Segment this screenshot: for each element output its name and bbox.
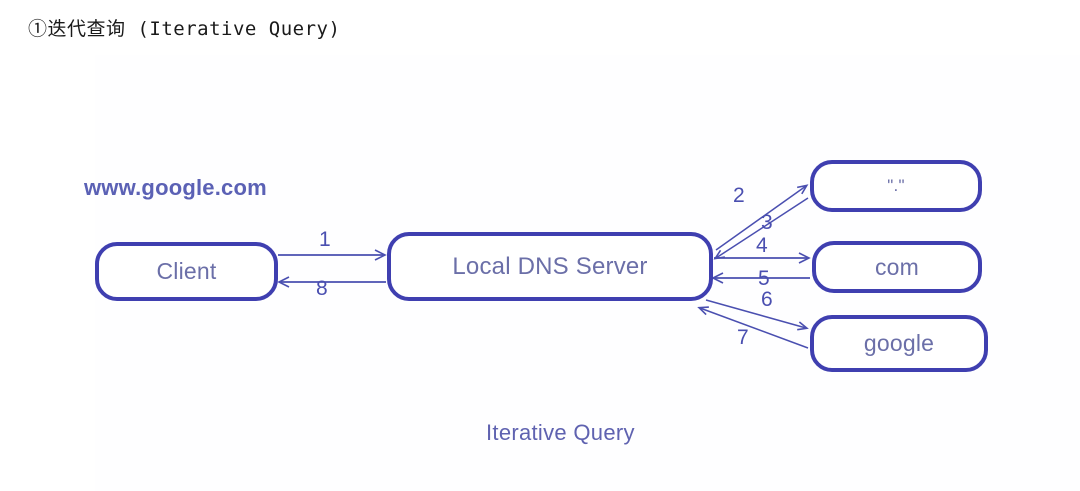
node-client-label: Client <box>156 258 217 284</box>
edge-label-6: 6 <box>761 288 773 311</box>
diagram-caption: Iterative Query <box>486 420 635 445</box>
edge-label-5: 5 <box>758 267 770 290</box>
edge-label-2: 2 <box>733 184 745 207</box>
node-com-label: com <box>874 253 920 280</box>
node-google-label: google <box>863 330 935 356</box>
node-root-label: "." <box>887 176 905 195</box>
node-root-server[interactable]: "." <box>810 160 982 212</box>
node-dns-label: Local DNS Server <box>452 252 648 280</box>
edge-label-8: 8 <box>316 277 328 300</box>
page-title: ①迭代查询 (Iterative Query) <box>28 18 341 40</box>
node-local-dns-server[interactable]: Local DNS Server <box>387 232 713 301</box>
node-client[interactable]: Client <box>95 242 278 301</box>
query-url-label: www.google.com <box>84 175 267 200</box>
edge-label-7: 7 <box>737 326 749 349</box>
edge-label-1: 1 <box>319 228 331 251</box>
edge-label-4: 4 <box>756 234 768 257</box>
node-com-server[interactable]: com <box>812 241 982 293</box>
node-google-server[interactable]: google <box>810 315 988 372</box>
edge-label-3: 3 <box>761 211 773 234</box>
